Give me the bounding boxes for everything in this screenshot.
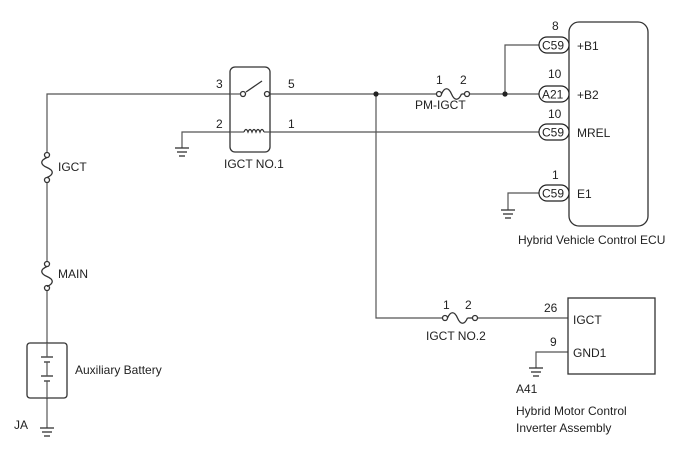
fuse-terminal	[43, 151, 51, 159]
fuse-igct: IGCT	[41, 151, 87, 184]
fuse-terminal	[463, 90, 471, 98]
ecu-terminal-pin: 10	[548, 107, 562, 121]
connector-c59	[538, 184, 570, 202]
connector-c59	[538, 123, 570, 141]
relay-box	[229, 66, 271, 153]
ecu-terminal-pin: 10	[548, 67, 562, 81]
fuse-label: MAIN	[58, 267, 88, 281]
inverter-terminal-pin: 26	[544, 301, 558, 315]
hybrid-motor-control-inverter: 26 IGCT 9 GND1 A41 Hybrid Motor Control …	[516, 297, 656, 435]
fuse-pin: 2	[460, 73, 467, 87]
fuse-terminal	[441, 314, 449, 322]
fuse-pin: 1	[436, 73, 443, 87]
ground-symbol	[175, 147, 189, 157]
fuse-pin: 1	[443, 298, 450, 312]
inverter-signal-label: GND1	[573, 346, 607, 360]
wire-gnd1-to-ground	[535, 351, 568, 368]
ecu-signal-label: MREL	[577, 126, 611, 140]
fuse-pm-igct: 1 2 PM-IGCT	[415, 73, 471, 112]
fuse-terminal	[43, 260, 51, 268]
ground-symbol	[529, 367, 543, 377]
wire-e1-to-ground	[507, 192, 539, 210]
inverter-label: Hybrid Motor Control	[516, 404, 627, 418]
relay-contact	[263, 90, 271, 98]
fuse-label: IGCT	[58, 160, 87, 174]
ecu-signal-label: +B2	[577, 88, 599, 102]
ground-label-ja: JA	[14, 418, 28, 432]
ecu-box	[568, 21, 649, 227]
auxiliary-battery: Auxiliary Battery	[26, 342, 162, 399]
connector-label: C59	[542, 126, 564, 140]
fuse-main: MAIN	[41, 260, 88, 292]
inverter-signal-label: IGCT	[573, 313, 602, 327]
inverter-box	[567, 297, 656, 375]
wire-relay3-to-igct-fuse	[46, 93, 230, 152]
junction-dot	[502, 91, 508, 97]
fuse-icon	[41, 156, 53, 179]
connector-c59	[538, 36, 570, 54]
connector-label: C59	[542, 39, 564, 53]
wire-coil-to-ground	[181, 131, 230, 148]
relay-pin-3: 3	[216, 77, 223, 91]
wires	[46, 44, 568, 428]
fuse-terminal	[43, 284, 51, 292]
fuse-icon	[41, 265, 53, 288]
inverter-connector-label: A41	[516, 382, 538, 396]
relay-pin-1: 1	[288, 117, 295, 131]
connector-label: C59	[542, 187, 564, 201]
inverter-terminal-pin: 9	[550, 335, 557, 349]
relay-contact	[239, 90, 247, 98]
ecu-signal-label: +B1	[577, 39, 599, 53]
fuse-terminal	[471, 314, 479, 322]
fuse-igct-no2: 1 2 IGCT NO.2	[426, 298, 486, 343]
connector-label: A21	[542, 88, 564, 102]
hybrid-vehicle-control-ecu: Hybrid Vehicle Control ECU 8 C59 +B1 10 …	[518, 19, 665, 247]
wire-junction-to-igct-no2	[375, 94, 442, 319]
ecu-terminal-pin: 1	[552, 168, 559, 182]
relay-pin-2: 2	[216, 117, 223, 131]
fuse-label: IGCT NO.2	[426, 329, 486, 343]
fuse-icon	[446, 312, 469, 324]
fuse-icon	[440, 88, 463, 100]
relay-pin-5: 5	[288, 77, 295, 91]
relay-switch-arm	[245, 80, 263, 93]
connector-a21	[538, 85, 570, 103]
fuse-terminal	[435, 90, 443, 98]
junction-dot	[373, 91, 379, 97]
inverter-label: Inverter Assembly	[516, 421, 611, 435]
wire-junction-to-b1	[504, 44, 539, 94]
fuse-pin: 2	[465, 298, 472, 312]
battery-label: Auxiliary Battery	[75, 363, 162, 377]
fuse-label: PM-IGCT	[415, 98, 466, 112]
ecu-label: Hybrid Vehicle Control ECU	[518, 233, 665, 247]
ground-symbol	[501, 209, 515, 219]
ecu-terminal-pin: 8	[552, 19, 559, 33]
relay-coil-icon	[243, 128, 265, 134]
relay-igct-no1: 3 5 2 1 IGCT NO.1	[216, 66, 295, 171]
relay-label: IGCT NO.1	[224, 157, 284, 171]
ground-symbol	[40, 427, 54, 437]
fuse-terminal	[43, 176, 51, 184]
ecu-signal-label: E1	[577, 187, 592, 201]
